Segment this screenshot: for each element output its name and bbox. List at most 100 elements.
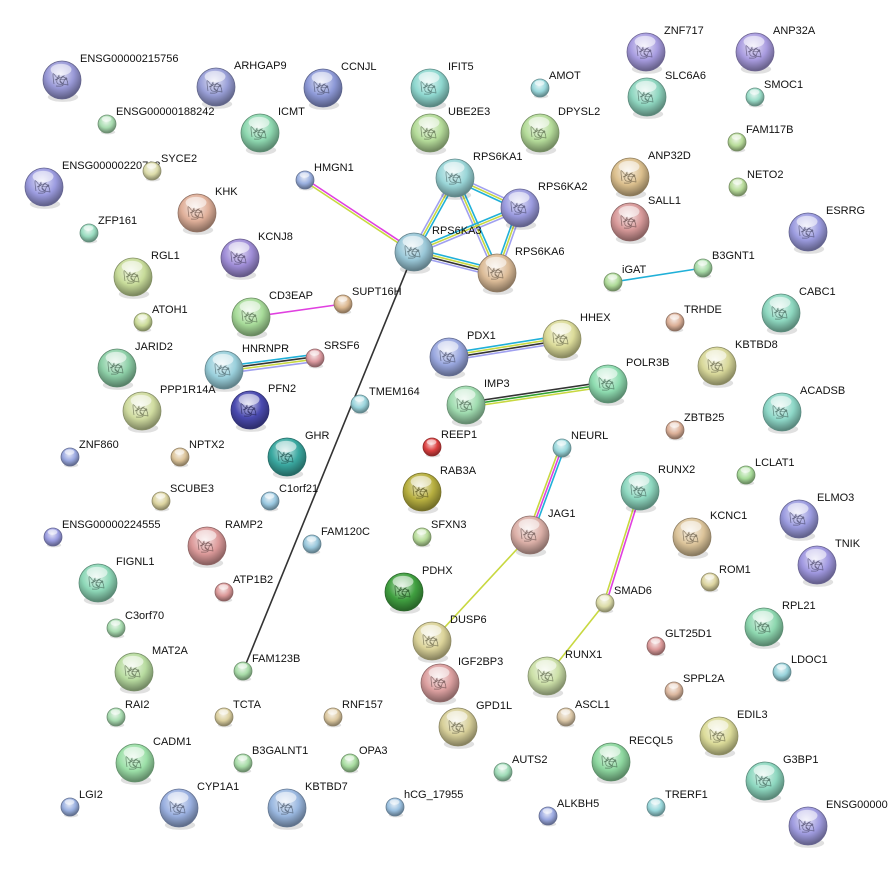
node-FAM123B[interactable]: FAM123B — [233, 653, 300, 682]
node-CD3EAP[interactable]: CD3EAP — [231, 290, 313, 339]
edge-RPS6KA3-FAM123B[interactable] — [242, 251, 415, 672]
node-ASCL1[interactable]: ASCL1 — [556, 699, 610, 728]
node-RPS6KA2[interactable]: RPS6KA2 — [500, 181, 588, 230]
edge-HMGN1-RPS6KA3[interactable] — [303, 178, 416, 254]
node-SMAD6[interactable]: SMAD6 — [595, 585, 652, 614]
node-B3GALNT1[interactable]: B3GALNT1 — [233, 745, 308, 774]
node-HHEX[interactable]: HHEX — [542, 312, 611, 361]
node-IFIT5[interactable]: IFIT5 — [410, 61, 474, 110]
node-TCTA[interactable]: TCTA — [214, 699, 262, 728]
node-CCNJL[interactable]: CCNJL — [303, 61, 376, 110]
node-DUSP6[interactable]: DUSP6 — [412, 614, 487, 663]
node-C1orf21[interactable]: C1orf21 — [260, 483, 318, 512]
node-GLT25D1[interactable]: GLT25D1 — [646, 628, 712, 657]
node-IMP3[interactable]: IMP3 — [446, 378, 510, 427]
node-LDOC1[interactable]: LDOC1 — [772, 654, 828, 683]
node-SCUBE3[interactable]: SCUBE3 — [151, 483, 214, 512]
node-SUPT16H[interactable]: SUPT16H — [333, 286, 402, 315]
node-KCNJ8[interactable]: KCNJ8 — [220, 231, 293, 280]
node-ENSG00000[interactable]: ENSG00000 — [788, 799, 888, 848]
node-SALL1[interactable]: SALL1 — [610, 195, 681, 244]
node-ATOH1[interactable]: ATOH1 — [133, 304, 188, 333]
node-B3GNT1[interactable]: B3GNT1 — [693, 250, 755, 279]
node-SLC6A6[interactable]: SLC6A6 — [627, 70, 706, 119]
node-ENSG00000220793[interactable]: ENSG00000220793 — [24, 160, 160, 209]
node-ESRRG[interactable]: ESRRG — [788, 205, 865, 254]
node-PFN2[interactable]: PFN2 — [230, 383, 296, 432]
node-IGF2BP3[interactable]: IGF2BP3 — [420, 656, 503, 705]
node-RAI2[interactable]: RAI2 — [106, 699, 149, 728]
node-RAB3A[interactable]: RAB3A — [402, 465, 477, 514]
node-SRSF6[interactable]: SRSF6 — [305, 340, 359, 369]
node-KCNC1[interactable]: KCNC1 — [672, 510, 747, 559]
node-ENSG00000188242[interactable]: ENSG00000188242 — [97, 106, 214, 135]
node-MAT2A[interactable]: MAT2A — [114, 645, 189, 694]
node-ARHGAP9[interactable]: ARHGAP9 — [196, 60, 287, 109]
node-FAM117B[interactable]: FAM117B — [727, 124, 794, 153]
node-RUNX1[interactable]: RUNX1 — [527, 649, 602, 698]
node-RECQL5[interactable]: RECQL5 — [591, 735, 673, 784]
node-RPS6KA6[interactable]: RPS6KA6 — [477, 246, 565, 295]
node-CYP1A1[interactable]: CYP1A1 — [159, 781, 239, 830]
node-RPS6KA3[interactable]: RPS6KA3 — [394, 225, 482, 274]
edge-iGAT-B3GNT1[interactable] — [612, 267, 704, 283]
node-JAG1[interactable]: JAG1 — [510, 508, 576, 557]
node-LGI2[interactable]: LGI2 — [60, 789, 103, 818]
node-ENSG00000224555[interactable]: ENSG00000224555 — [43, 519, 160, 548]
node-REEP1[interactable]: REEP1 — [422, 429, 477, 458]
node-NEURL[interactable]: NEURL — [552, 430, 608, 459]
node-CADM1[interactable]: CADM1 — [115, 736, 192, 785]
node-PPP1R14A[interactable]: PPP1R14A — [122, 384, 216, 433]
edge-JAG1-DUSP6[interactable] — [431, 534, 531, 642]
node-DPYSL2[interactable]: DPYSL2 — [520, 106, 600, 155]
node-NETO2[interactable]: NETO2 — [728, 169, 783, 198]
node-POLR3B[interactable]: POLR3B — [588, 357, 669, 406]
node-ZNF717[interactable]: ZNF717 — [626, 25, 704, 74]
node-EDIL3[interactable]: EDIL3 — [699, 709, 768, 758]
edge-RUNX2-SMAD6[interactable] — [603, 490, 642, 604]
node-OPA3[interactable]: OPA3 — [340, 745, 388, 774]
node-ACADSB[interactable]: ACADSB — [762, 385, 845, 434]
node-HNRNPR[interactable]: HNRNPR — [204, 343, 289, 392]
node-ZNF860[interactable]: ZNF860 — [60, 439, 119, 468]
node-RPL21[interactable]: RPL21 — [744, 600, 816, 649]
node-RAMP2[interactable]: RAMP2 — [187, 519, 263, 568]
node-UBE2E3[interactable]: UBE2E3 — [410, 106, 490, 155]
node-G3BP1[interactable]: G3BP1 — [745, 754, 818, 803]
node-RGL1[interactable]: RGL1 — [113, 250, 180, 299]
node-ANP32D[interactable]: ANP32D — [610, 150, 691, 199]
node-AMOT[interactable]: AMOT — [530, 70, 581, 99]
node-ROM1[interactable]: ROM1 — [700, 564, 751, 593]
node-HMGN1[interactable]: HMGN1 — [295, 162, 354, 191]
node-RUNX2[interactable]: RUNX2 — [620, 464, 695, 513]
node-FIGNL1[interactable]: FIGNL1 — [78, 556, 155, 605]
node-hCG_17955[interactable]: hCG_17955 — [385, 789, 463, 818]
node-C3orf70[interactable]: C3orf70 — [106, 610, 164, 639]
node-ZBTB25[interactable]: ZBTB25 — [665, 412, 724, 441]
node-ATP1B2[interactable]: ATP1B2 — [214, 574, 273, 603]
node-PDHX[interactable]: PDHX — [384, 565, 453, 614]
node-SFXN3[interactable]: SFXN3 — [412, 519, 466, 548]
node-iGAT[interactable]: iGAT — [603, 264, 647, 293]
node-TRERF1[interactable]: TRERF1 — [646, 789, 708, 818]
node-SPPL2A[interactable]: SPPL2A — [664, 673, 725, 702]
node-SYCE2[interactable]: SYCE2 — [142, 153, 197, 182]
node-GPD1L[interactable]: GPD1L — [438, 700, 512, 749]
node-KBTBD8[interactable]: KBTBD8 — [697, 339, 778, 388]
node-CABC1[interactable]: CABC1 — [761, 286, 836, 335]
node-ALKBH5[interactable]: ALKBH5 — [538, 798, 599, 827]
node-PDX1[interactable]: PDX1 — [429, 330, 496, 379]
node-SMOC1[interactable]: SMOC1 — [745, 79, 803, 108]
node-ZFP161[interactable]: ZFP161 — [79, 215, 137, 244]
node-ENSG00000215756[interactable]: ENSG00000215756 — [42, 53, 178, 102]
node-TNIK[interactable]: TNIK — [797, 538, 861, 587]
edge-IMP3-POLR3B[interactable] — [465, 380, 609, 409]
node-TRHDE[interactable]: TRHDE — [665, 304, 722, 333]
node-KBTBD7[interactable]: KBTBD7 — [267, 781, 348, 830]
node-ELMO3[interactable]: ELMO3 — [779, 492, 854, 541]
node-GHR[interactable]: GHR — [267, 430, 330, 479]
node-KHK[interactable]: KHK — [177, 186, 238, 235]
node-LCLAT1[interactable]: LCLAT1 — [736, 457, 795, 486]
